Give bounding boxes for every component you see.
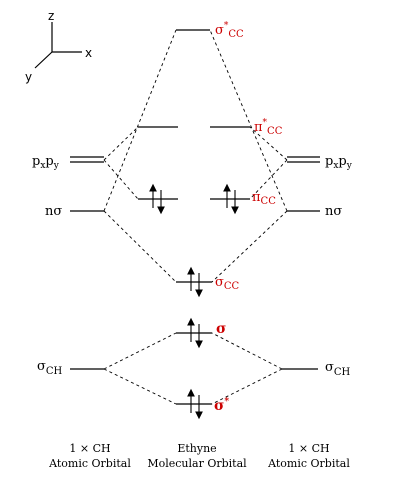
left-nsigma-label: nσ <box>45 204 62 219</box>
electron-pair-pi-right <box>223 183 239 215</box>
corr-pxpy-left-to-pi-star <box>103 126 139 161</box>
corr-ch-left-to-sigma-bonding <box>103 332 177 370</box>
corr-ch-left-to-sigma-antibonding <box>103 368 177 405</box>
sigma-antibonding-label: σ* <box>214 397 229 414</box>
corr-nsigma-left-to-sigma-star <box>103 29 177 212</box>
electron-pair-sigma-bonding <box>187 317 203 349</box>
corr-pxpy-right-to-pi-star <box>249 126 288 161</box>
caption-center-line2: Molecular Orbital <box>147 457 247 470</box>
electron-pairs <box>149 183 239 420</box>
caption-left-line1: 1 × CH <box>69 442 110 455</box>
right-sigma-ch-label: σCH <box>325 360 351 378</box>
x-axis-label: x <box>85 46 92 60</box>
electron-pair-pi-left <box>149 183 165 215</box>
corr-ch-right-to-sigma-bonding <box>211 332 283 370</box>
y-axis-label: y <box>25 70 32 84</box>
corr-nsigma-right-to-sigma-cc <box>211 210 288 283</box>
electron-pair-sigma-cc <box>187 266 203 298</box>
correlation-lines <box>103 29 288 405</box>
sigma-star-cc-label: σ*CC <box>215 21 244 40</box>
caption-center-line1: Ethyne <box>177 442 216 455</box>
sigma-cc-label: σCC <box>215 275 240 292</box>
y-axis-line <box>34 51 53 69</box>
molecular-orbitals <box>138 29 250 405</box>
corr-nsigma-right-to-sigma-star <box>209 29 288 212</box>
caption-right-line1: 1 × CH <box>288 442 329 455</box>
corr-pxpy-left-to-pi <box>103 159 139 200</box>
captions: 1 × CH Atomic Orbital Ethyne Molecular O… <box>48 442 350 470</box>
caption-right-line2: Atomic Orbital <box>267 457 350 470</box>
left-sigma-ch-label: σCH <box>37 359 63 377</box>
corr-pxpy-right-to-pi <box>249 159 288 200</box>
sigma-bonding-label: σ <box>216 321 226 337</box>
z-axis-label: z <box>48 9 54 23</box>
pi-star-cc-label: π*CC <box>254 118 283 137</box>
left-pxpy-label: pxpy <box>32 154 60 171</box>
right-atomic-orbitals <box>282 156 320 370</box>
left-atomic-orbitals <box>70 156 104 370</box>
right-nsigma-label: nσ <box>325 204 342 219</box>
corr-nsigma-left-to-sigma-cc <box>103 210 177 283</box>
electron-pair-sigma-antibonding <box>187 388 203 420</box>
corr-ch-right-to-sigma-antibonding <box>211 368 283 405</box>
pi-cc-label: πCC <box>252 190 276 207</box>
right-pxpy-label: pxpy <box>325 154 353 171</box>
axis-triad: z x y <box>25 9 92 84</box>
caption-left-line2: Atomic Orbital <box>48 457 131 470</box>
